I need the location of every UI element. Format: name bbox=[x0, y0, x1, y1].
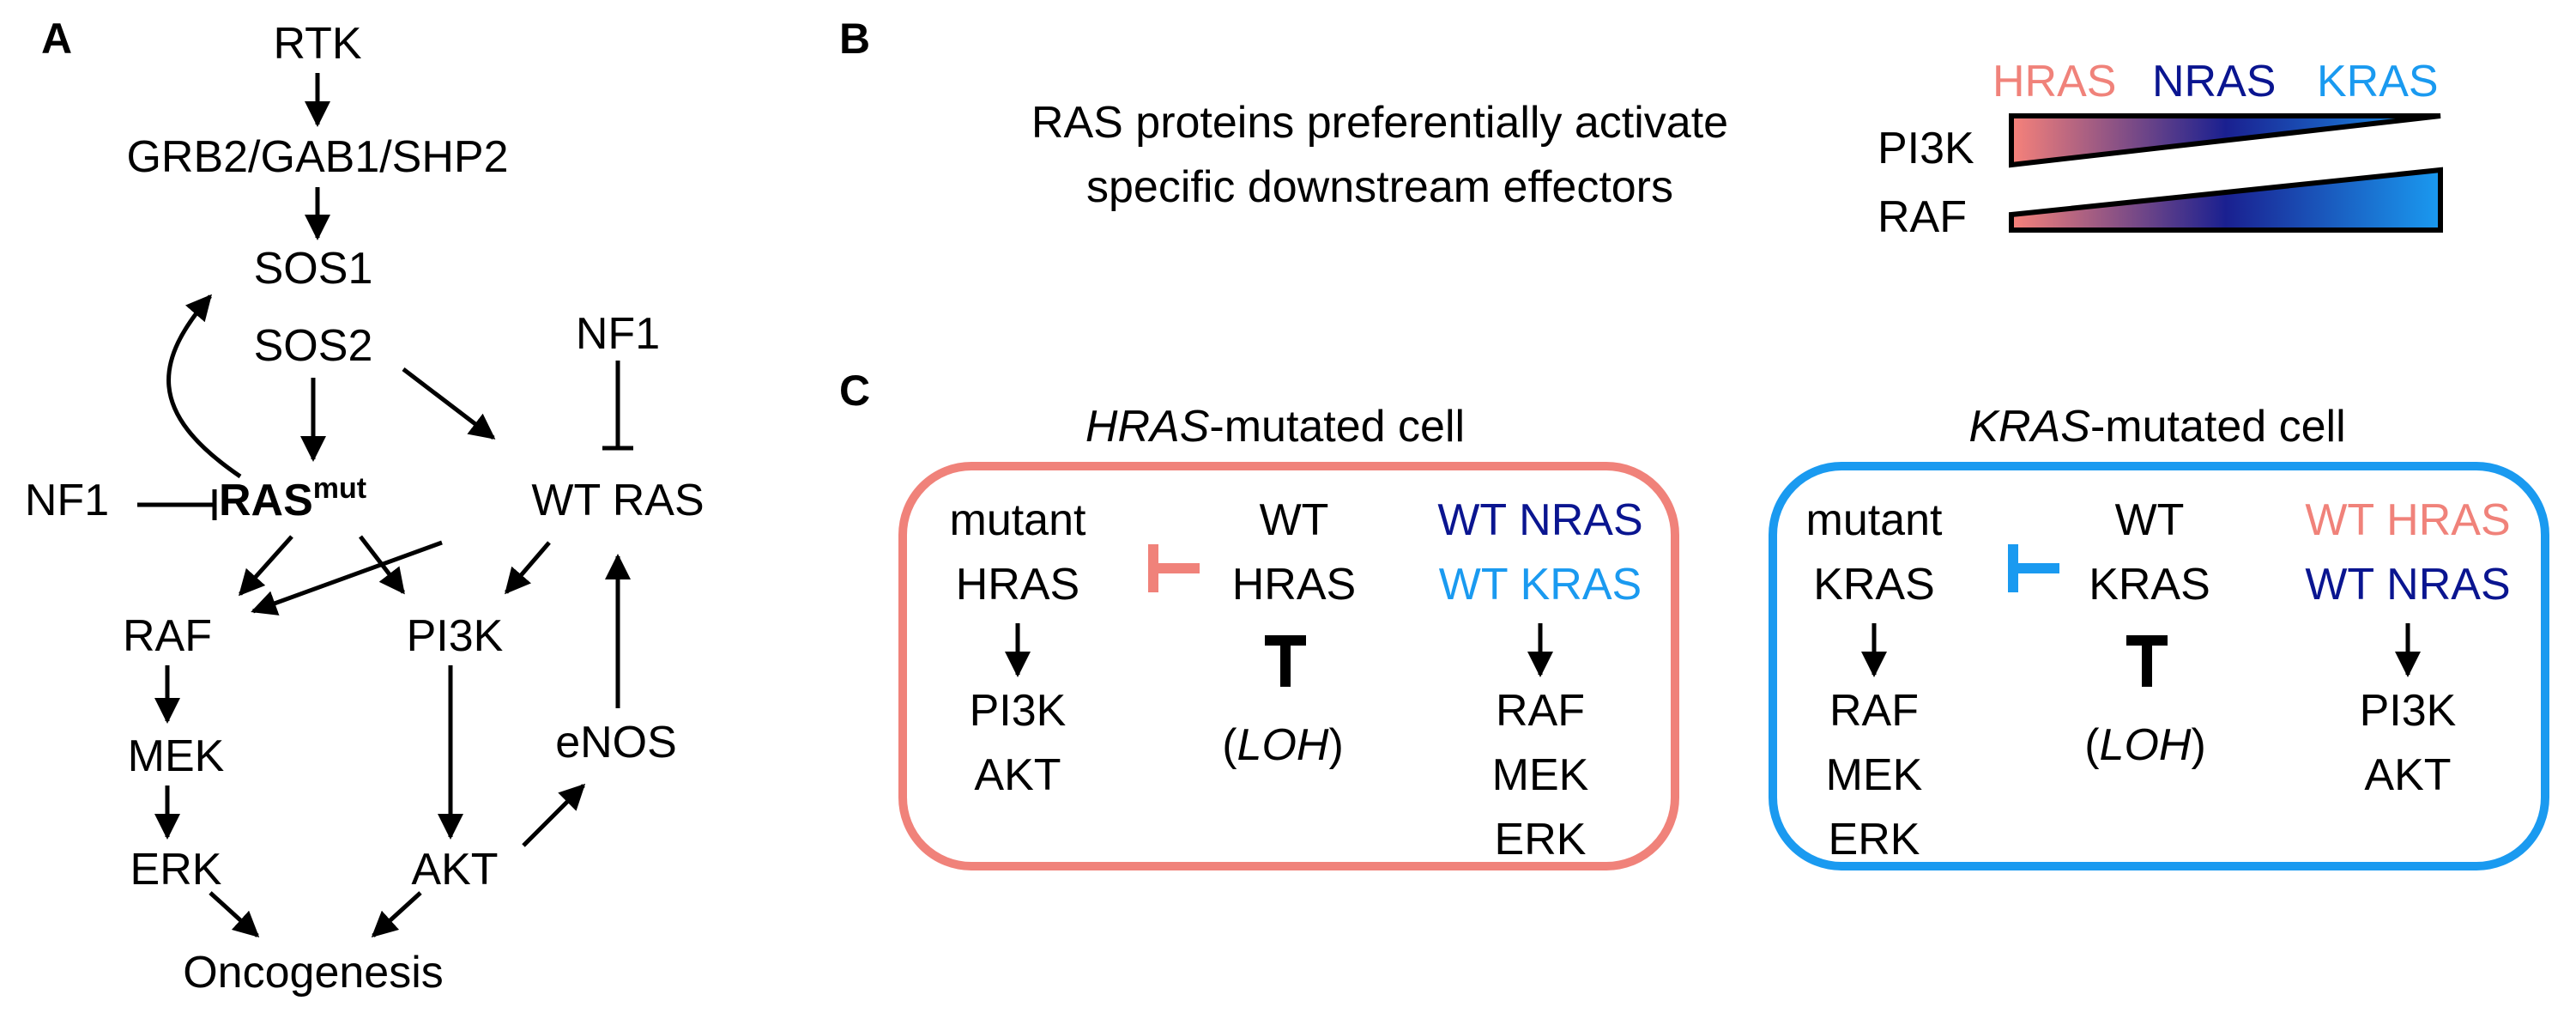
kras-cell-loh: (LOH) bbox=[2084, 720, 2206, 770]
raf-wedge bbox=[2009, 167, 2443, 233]
kras-cell-outline bbox=[1769, 462, 2549, 870]
kras-cell-title-gene: KRAS bbox=[1968, 402, 2090, 452]
hras-cell-loh-t bbox=[1265, 635, 1306, 687]
node-sos1: SOS1 bbox=[254, 244, 373, 294]
kras-cell-other1-gene: HRAS bbox=[2386, 495, 2510, 545]
row-label-raf: RAF bbox=[1878, 192, 1967, 242]
panel-b-text-line1: RAS proteins preferentially activate bbox=[1031, 98, 1728, 148]
hras-cell-effector-right-1: MEK bbox=[1492, 750, 1589, 800]
kras-cell-wt-line1: WT bbox=[2115, 495, 2185, 545]
arrow-rasmut-raf bbox=[238, 535, 293, 597]
node-mek: MEK bbox=[128, 731, 225, 781]
row-label-pi3k: PI3K bbox=[1878, 124, 1974, 173]
kras-cell-effector-right-1: AKT bbox=[2364, 750, 2451, 800]
legend-hras-text: HRAS bbox=[1992, 57, 2116, 106]
hras-cell-outline bbox=[898, 462, 1679, 870]
hras-cell-other1-wt: WT bbox=[1437, 495, 1507, 545]
hras-cell-wt-inhibits-mutant bbox=[1148, 544, 1200, 592]
arrow-wtras-raf bbox=[251, 540, 443, 616]
hras-cell-effector-left-1: AKT bbox=[974, 750, 1061, 800]
kras-cell-loh-open: ( bbox=[2084, 720, 2100, 770]
arrow-akt-enos bbox=[522, 783, 586, 847]
kras-cell-loh-text: LOH bbox=[2100, 720, 2192, 770]
pi3k-wedge bbox=[2009, 113, 2441, 168]
kras-cell-title-rest: -mutated cell bbox=[2090, 402, 2346, 452]
kras-cell-wt-inhibits-mutant bbox=[2008, 544, 2059, 592]
arrow-wtras-pi3k bbox=[505, 541, 551, 595]
kras-cell-loh-close: ) bbox=[2191, 720, 2205, 770]
kras-cell-effector-left-2: ERK bbox=[1829, 815, 1920, 864]
legend-kras: KRAS bbox=[2317, 57, 2439, 106]
kras-cell-effector-left-0: RAF bbox=[1829, 686, 1919, 736]
node-enos: eNOS bbox=[555, 718, 677, 767]
kras-cell-effector-left-1: MEK bbox=[1826, 750, 1923, 800]
legend-hras: HRAS bbox=[1992, 57, 2116, 106]
node-grb2-gab1-shp2: GRB2/GAB1/SHP2 bbox=[126, 132, 508, 182]
node-erk: ERK bbox=[130, 845, 222, 895]
node-rtk: RTK bbox=[273, 19, 361, 69]
panel-b-text-line2: specific downstream effectors bbox=[1086, 162, 1673, 212]
node-nf1-left: NF1 bbox=[25, 476, 109, 525]
panel-a-letter: A bbox=[41, 15, 72, 63]
hras-cell-title-gene: HRAS bbox=[1085, 402, 1210, 452]
legend-nras-text: NRAS bbox=[2152, 57, 2276, 106]
node-sos2: SOS2 bbox=[254, 321, 373, 371]
panel-c: C HRAS-mutated cell mutant HRAS WT HRAS … bbox=[839, 367, 2549, 870]
panel-c-letter: C bbox=[839, 367, 870, 415]
hras-cell-loh-text: LOH bbox=[1237, 720, 1329, 770]
hras-cell-effector-right-2: ERK bbox=[1495, 815, 1587, 864]
kras-cell-mutant-line2: KRAS bbox=[1813, 560, 1935, 610]
kras-cell-loh-t bbox=[2126, 635, 2168, 687]
panel-b: B RAS proteins preferentially activate s… bbox=[839, 15, 2443, 242]
node-nf1-top: NF1 bbox=[576, 309, 660, 359]
legend-nras: NRAS bbox=[2152, 57, 2276, 106]
kras-cell-title: KRAS-mutated cell bbox=[1968, 402, 2345, 452]
panel-b-letter: B bbox=[839, 15, 870, 63]
hras-cell-loh-open: ( bbox=[1222, 720, 1237, 770]
node-wt-ras: WT RAS bbox=[531, 476, 704, 525]
arrow-akt-oncogenesis bbox=[371, 891, 422, 938]
hras-cell-other2-gene: KRAS bbox=[1521, 560, 1642, 610]
arrow-rasmut-feedback-sos bbox=[166, 294, 242, 479]
hras-cell-wt-line1: WT bbox=[1260, 495, 1329, 545]
kras-cell-mutant-line1: mutant bbox=[1806, 495, 1944, 545]
hras-cell-effector-left-0: PI3K bbox=[970, 686, 1067, 736]
node-ras-mut: RASmut bbox=[219, 472, 366, 525]
hras-cell-loh-close: ) bbox=[1328, 720, 1343, 770]
panel-a: A RTK GRB2/GAB1/SHP2 SOS1 SOS2 NF1 NF1 R… bbox=[25, 15, 704, 998]
hras-cell-other2-wt: WT bbox=[1439, 560, 1509, 610]
hras-cell-mutant-line1: mutant bbox=[950, 495, 1087, 545]
hras-cell-effector-right-0: RAF bbox=[1496, 686, 1585, 736]
node-akt: AKT bbox=[411, 845, 498, 895]
legend-kras-text: KRAS bbox=[2317, 57, 2439, 106]
node-raf: RAF bbox=[123, 611, 212, 661]
ras-mut-superscript: mut bbox=[313, 472, 366, 505]
arrow-erk-oncogenesis bbox=[209, 891, 260, 938]
kras-mutated-cell: KRAS-mutated cell mutant KRAS WT KRAS WT… bbox=[1769, 402, 2549, 870]
node-pi3k: PI3K bbox=[407, 611, 504, 661]
hras-cell-other1-gene: NRAS bbox=[1519, 495, 1642, 545]
arrow-sos-wtras bbox=[402, 367, 496, 440]
hras-cell-title: HRAS-mutated cell bbox=[1085, 402, 1465, 452]
kras-cell-wt-line2: KRAS bbox=[2089, 560, 2210, 610]
kras-cell-other1-wt: WT bbox=[2305, 495, 2374, 545]
ras-mut-base: RAS bbox=[219, 476, 313, 525]
hras-cell-loh: (LOH) bbox=[1222, 720, 1344, 770]
hras-mutated-cell: HRAS-mutated cell mutant HRAS WT HRAS WT… bbox=[898, 402, 1679, 870]
hras-cell-wt-line2: HRAS bbox=[1232, 560, 1356, 610]
kras-cell-other2-gene: NRAS bbox=[2386, 560, 2510, 610]
hras-cell-title-rest: -mutated cell bbox=[1209, 402, 1465, 452]
hras-cell-mutant-line2: HRAS bbox=[956, 560, 1079, 610]
kras-cell-other2-wt: WT bbox=[2305, 560, 2374, 610]
node-oncogenesis: Oncogenesis bbox=[183, 948, 444, 998]
kras-cell-effector-right-0: PI3K bbox=[2360, 686, 2457, 736]
